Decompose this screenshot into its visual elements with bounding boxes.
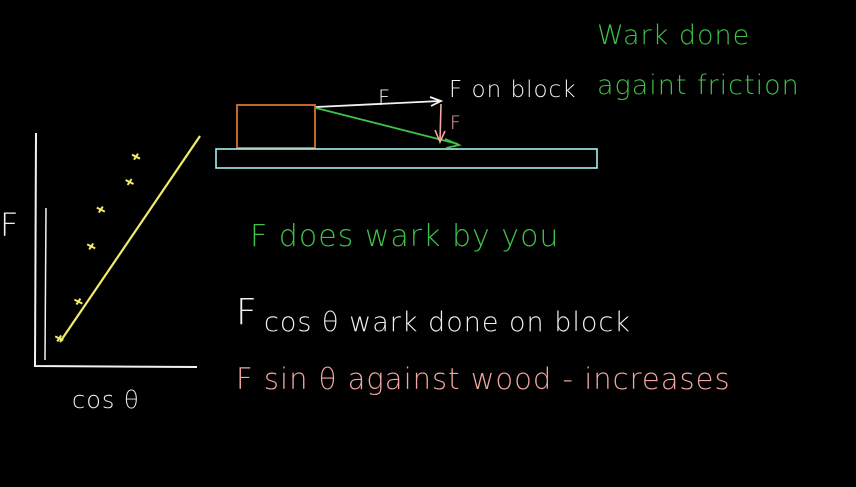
work-done-heading-line1: Wark done bbox=[597, 20, 751, 51]
data-point-2 bbox=[73, 298, 83, 306]
work-done-heading-line2: againt friction bbox=[597, 70, 800, 101]
graph-y-axis-label: F bbox=[0, 206, 20, 244]
horizontal-force-arrow bbox=[315, 96, 444, 108]
force-f-label-top: F bbox=[378, 86, 392, 110]
data-point-1 bbox=[54, 334, 64, 342]
block-outline bbox=[236, 104, 316, 149]
graph-axes bbox=[33, 132, 198, 368]
f-cos-note: cos θ wark done on block bbox=[264, 307, 631, 338]
force-f-label-down: F bbox=[450, 112, 462, 134]
wood-surface bbox=[215, 148, 598, 169]
f-does-work-note: F does wark by you bbox=[250, 219, 560, 254]
data-point-4 bbox=[96, 206, 106, 214]
f-cos-note-lead: F bbox=[236, 292, 258, 333]
resultant-force-arrow bbox=[315, 107, 462, 149]
data-point-5 bbox=[125, 178, 135, 186]
data-points bbox=[54, 153, 141, 342]
graph-x-axis-label: cos θ bbox=[72, 386, 140, 414]
data-point-6 bbox=[131, 153, 141, 161]
f-on-block-label: F on block bbox=[449, 77, 577, 103]
f-sin-note: F sin θ against wood - increases bbox=[236, 362, 731, 396]
best-fit-line bbox=[59, 135, 201, 343]
downward-force-arrow bbox=[434, 103, 446, 145]
data-point-3 bbox=[86, 242, 96, 250]
